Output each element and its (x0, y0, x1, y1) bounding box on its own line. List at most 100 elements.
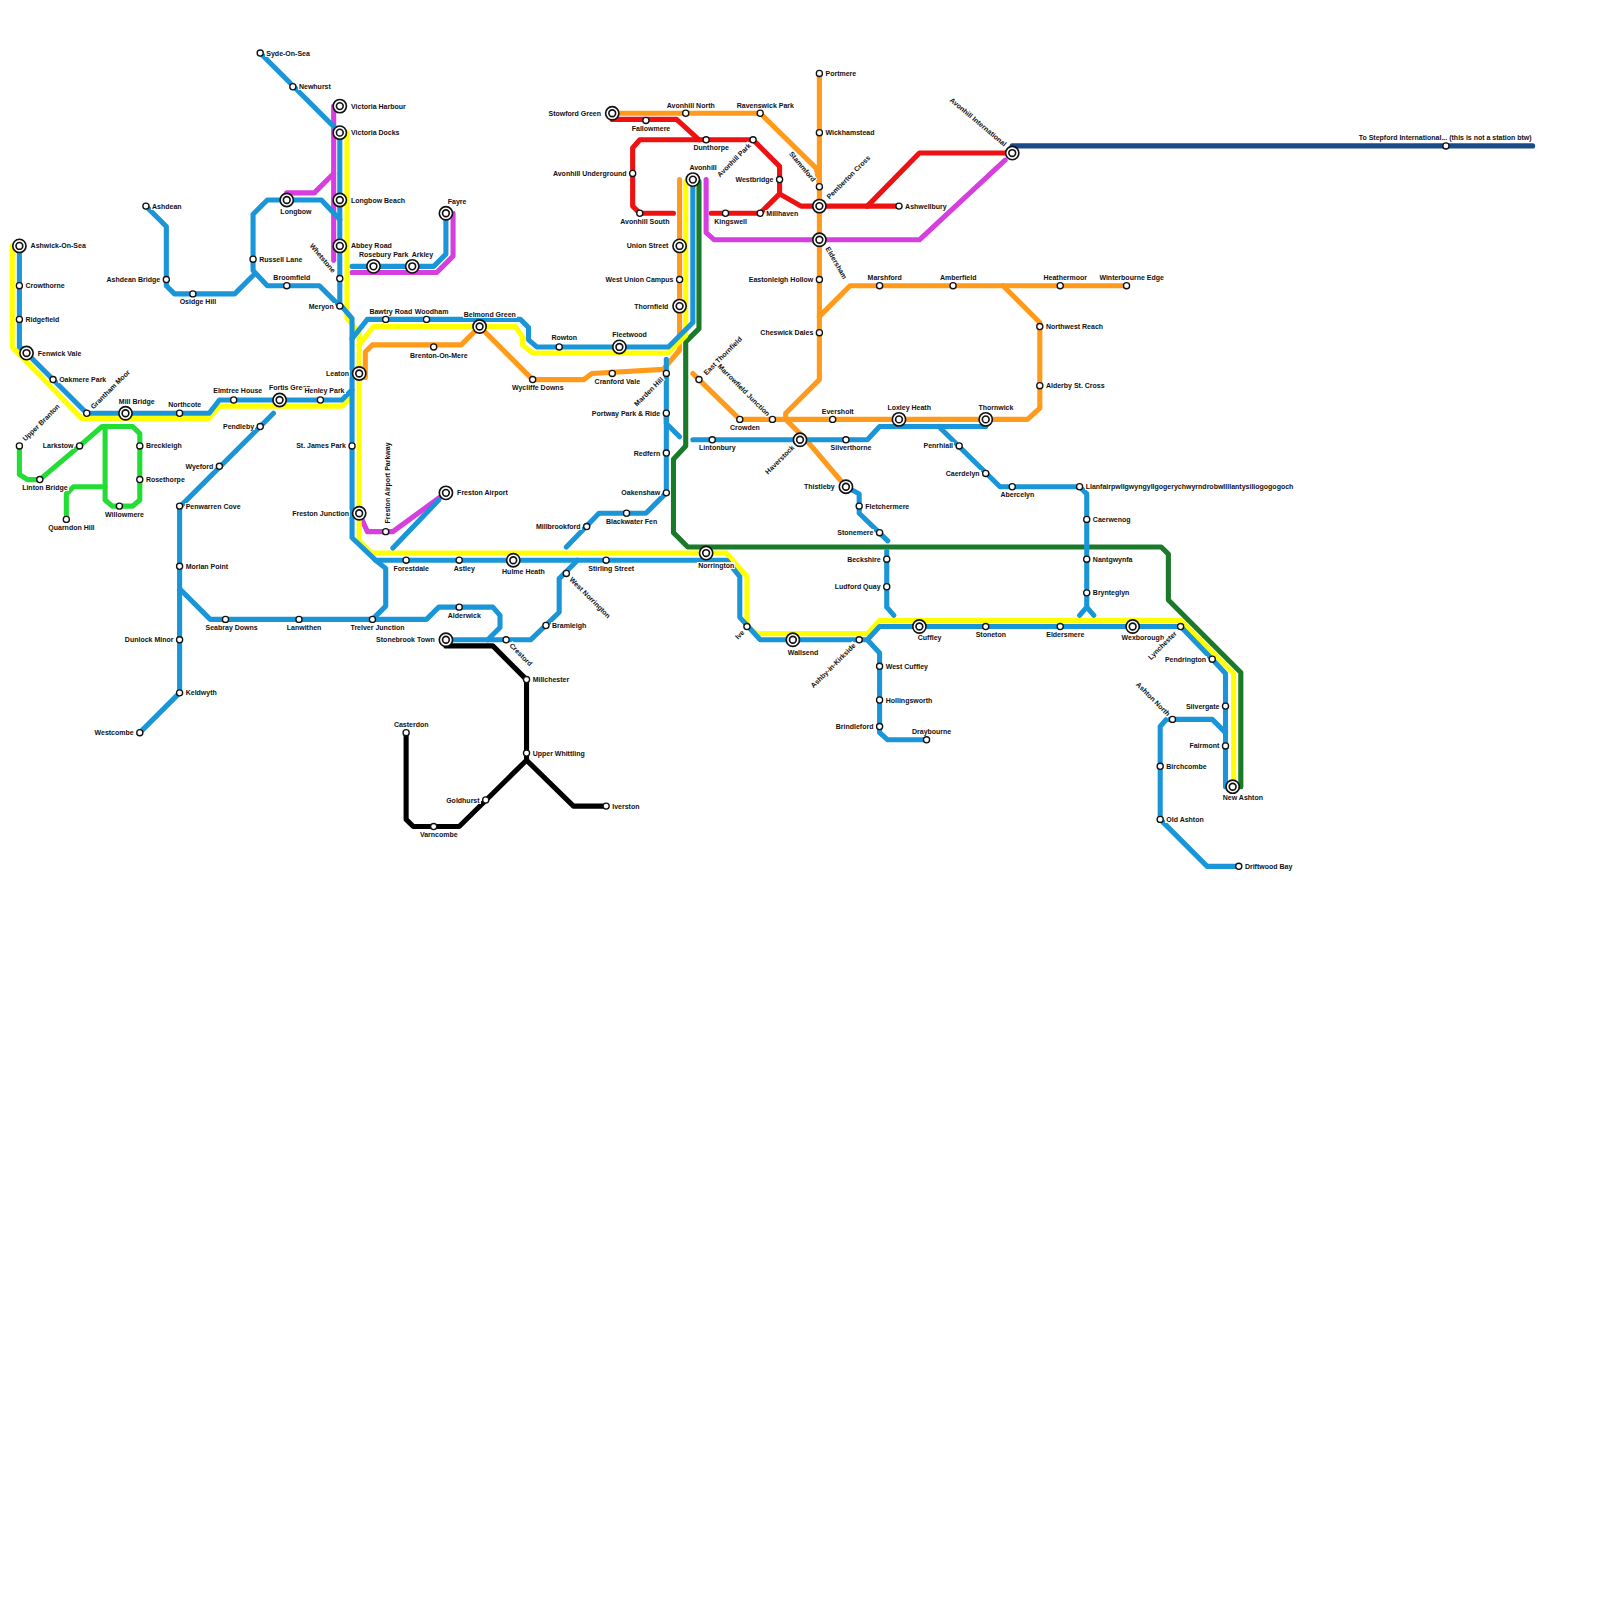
station-dot (296, 616, 302, 622)
station-label: Lintonbury (698, 444, 737, 451)
station-dot (1126, 620, 1139, 633)
station-dot (507, 554, 520, 567)
station-label: New Ashton (1222, 794, 1264, 801)
station-dot (369, 616, 375, 622)
station-label: Beckshire (846, 556, 881, 563)
station-label: Avonhill International (948, 96, 1009, 148)
station-dot (530, 377, 536, 383)
station-label: Avonhill North (666, 102, 716, 109)
interchange-ring (816, 236, 823, 243)
station-label: Alderby St. Cross (1045, 382, 1106, 389)
station-label: Broomfield (272, 274, 311, 281)
station-label: Penrhiall (923, 442, 955, 449)
station-label: Bawtry Road (368, 308, 413, 315)
station-dot (673, 299, 686, 312)
station-dot (816, 330, 822, 336)
station-label: Avonhill South (619, 218, 670, 225)
station-dot (816, 277, 822, 283)
station-dot (273, 393, 286, 406)
station-label: Elmtree House (212, 387, 263, 394)
station-dot (190, 291, 196, 297)
station-dot (1077, 484, 1083, 490)
station-label: Northcote (167, 401, 202, 408)
station-label: To Stepford International... (this is no… (1358, 134, 1533, 141)
station-label: Cheswick Dales (759, 329, 814, 336)
rail-line (693, 286, 1040, 420)
interchange-ring (476, 323, 483, 330)
station-label: Ludford Quay (834, 583, 882, 590)
station-dot (683, 110, 689, 116)
station-dot (423, 316, 429, 322)
station-label: Wycliffe Downs (511, 384, 565, 391)
interchange-ring (409, 263, 416, 270)
station-dot (137, 443, 143, 449)
station-dot (1236, 863, 1242, 869)
station-label: Avonhill Underground (552, 170, 628, 177)
station-dot (1178, 623, 1184, 629)
station-dot (956, 443, 962, 449)
station-dot (737, 416, 743, 422)
station-dot (877, 663, 883, 669)
station-dot (1157, 763, 1163, 769)
station-label: Stirling Street (587, 565, 635, 572)
station-dot (856, 637, 862, 643)
station-label: Crestord (508, 641, 535, 668)
station-label: Ashton North (1134, 680, 1172, 718)
rail-line (939, 427, 1087, 616)
station-dot (13, 239, 26, 252)
rail-line (867, 640, 926, 740)
station-dot (744, 623, 750, 629)
rail-line (1087, 607, 1094, 615)
station-label: Lanwithen (286, 624, 323, 631)
station-label: Fenwick Vale (37, 350, 83, 357)
station-dot (1209, 656, 1215, 662)
rail-line (393, 500, 439, 548)
interchange-ring (336, 197, 343, 204)
station-label: Leaton (325, 370, 350, 377)
station-dot (284, 283, 290, 289)
station-label: Upper Branton (21, 402, 62, 443)
rail-line (253, 200, 340, 306)
station-dot (677, 277, 683, 283)
station-label: Stoneton (975, 631, 1007, 638)
station-dot (856, 503, 862, 509)
station-label: Northwest Reach (1045, 323, 1104, 330)
station-label: Victoria Docks (350, 129, 401, 136)
station-dot (769, 416, 775, 422)
station-dot (686, 173, 699, 186)
station-label: Iverston (611, 803, 640, 810)
station-label: Pendleby (222, 423, 255, 430)
station-dot (143, 203, 149, 209)
interchange-ring (703, 550, 710, 557)
station-dot (813, 199, 826, 212)
station-dot (630, 170, 636, 176)
station-label: Ive (733, 628, 746, 641)
interchange-ring (916, 623, 923, 630)
station-dot (816, 130, 822, 136)
station-dot (317, 397, 323, 403)
station-label: Driftwood Bay (1244, 863, 1293, 870)
station-dot (663, 370, 669, 376)
station-dot (543, 622, 549, 628)
station-dot (333, 99, 346, 112)
interchange-ring (336, 243, 343, 250)
station-label: Hulme Heath (501, 568, 546, 575)
station-dot (884, 584, 890, 590)
interchange-ring (356, 370, 363, 377)
rail-line (359, 493, 446, 532)
station-label: Newhurst (298, 83, 332, 90)
station-label: Cuffley (917, 634, 943, 641)
rail-line (347, 133, 1234, 787)
station-dot (1057, 623, 1063, 629)
station-dot (431, 823, 437, 829)
rail-line (352, 180, 693, 347)
station-dot (216, 463, 222, 469)
station-dot (923, 737, 929, 743)
station-label: Brynteglyn (1092, 589, 1131, 596)
station-dot (503, 637, 509, 643)
station-label: Avonhill (688, 164, 717, 171)
station-dot (77, 443, 83, 449)
station-dot (913, 620, 926, 633)
station-dot (177, 563, 183, 569)
